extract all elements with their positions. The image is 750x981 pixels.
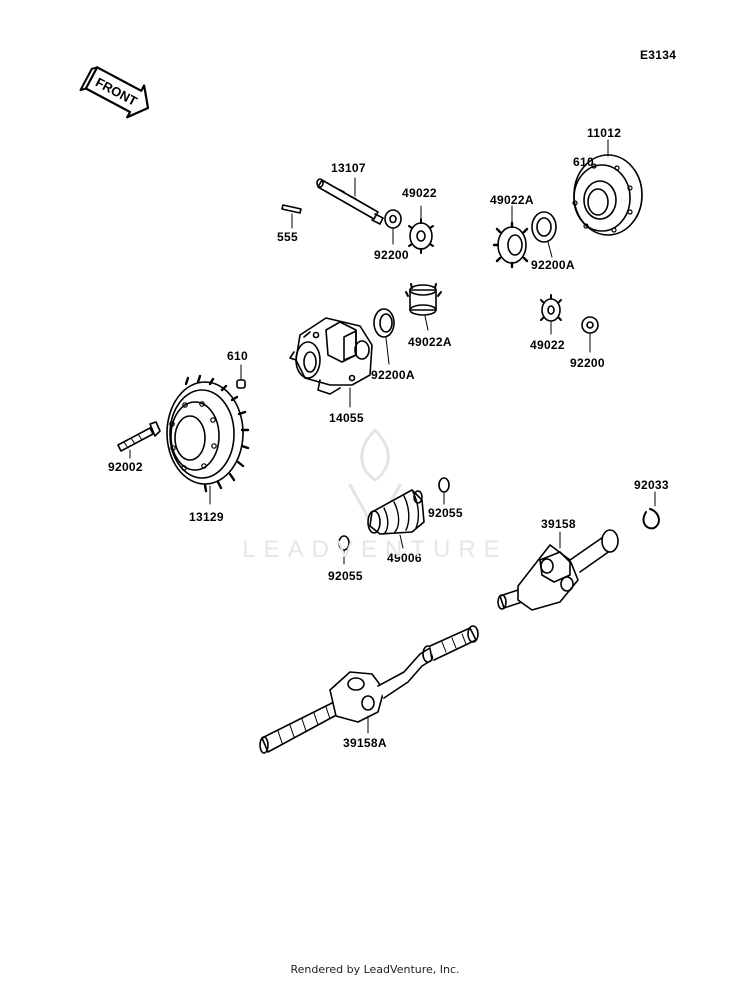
bolt-92002: [117, 421, 161, 459]
part-label-92002: 92002: [108, 460, 143, 474]
part-label-92200-mid: 92200: [570, 356, 605, 370]
side-gear-49022A-top: [492, 205, 529, 269]
watermark-text: LEADVENTURE: [242, 536, 508, 563]
part-label-92200A-mid: 92200A: [371, 368, 415, 382]
ring-gear-13129: [166, 374, 250, 505]
washer-92200A-mid: [373, 308, 395, 365]
part-label-555: 555: [277, 230, 298, 244]
pinion-shaft-13107: [316, 177, 384, 225]
circlip-92033: [642, 491, 660, 530]
washer-92200A-top: [531, 211, 557, 258]
part-label-11012: 11012: [587, 126, 622, 140]
part-label-49006: 49006: [387, 551, 422, 565]
part-label-92200-top: 92200: [374, 248, 409, 262]
cover-11012: [572, 139, 643, 236]
part-label-13107: 13107: [331, 161, 366, 175]
part-label-49022-top: 49022: [402, 186, 437, 200]
pinion-gear-49022-top: [408, 205, 434, 254]
pinion-gear-49022-mid: [540, 294, 562, 335]
part-label-92055-left: 92055: [328, 569, 363, 583]
washer-92200-top: [384, 209, 402, 245]
differential-case-14055: [289, 317, 373, 408]
o-ring-92055-left: [338, 535, 350, 565]
part-label-13129: 13129: [189, 510, 224, 524]
part-label-49022A-top: 49022A: [490, 193, 534, 207]
diagram-code: E3134: [640, 48, 677, 62]
part-label-39158: 39158: [541, 517, 576, 531]
part-label-610-left: 610: [227, 349, 248, 363]
part-label-610-top: 610: [573, 155, 594, 169]
part-label-49022A-mid: 49022A: [408, 335, 452, 349]
pin-555: [281, 204, 302, 229]
dowel-610-left: [236, 364, 246, 389]
part-label-92055-right: 92055: [428, 506, 463, 520]
part-label-14055: 14055: [329, 411, 364, 425]
footer-credit: Rendered by LeadVenture, Inc.: [290, 963, 460, 976]
axle-shaft-39158A: [259, 625, 479, 754]
boot-49006: [367, 489, 425, 549]
side-gear-49022A-mid: [405, 283, 442, 331]
front-arrow-icon: FRONT: [79, 66, 150, 119]
part-label-39158A: 39158A: [343, 736, 387, 750]
part-label-92200A-top: 92200A: [531, 258, 575, 272]
part-label-49022-mid: 49022: [530, 338, 565, 352]
o-ring-92055-right: [438, 477, 450, 505]
washer-92200-mid: [581, 316, 599, 353]
axle-shaft-39158: [497, 529, 619, 611]
part-label-92033: 92033: [634, 478, 669, 492]
